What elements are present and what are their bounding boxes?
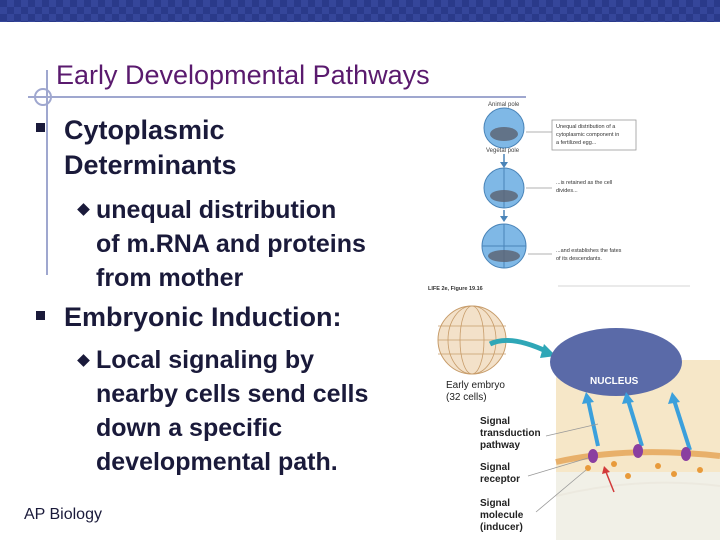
bullet-embryonic-induction: Embryonic Induction: — [64, 302, 342, 332]
signal-molecule-label-2: molecule — [480, 510, 524, 521]
sub-bullet-line: of m.RNA and proteins — [96, 230, 366, 258]
sub-bullet-line: Local signaling by — [96, 346, 315, 374]
bullet-cytoplasmic-line1: Cytoplasmic — [64, 115, 225, 145]
figure-caption: LIFE 2e, Figure 19.16 — [428, 286, 483, 292]
early-embryo-cells-label: (32 cells) — [446, 392, 487, 403]
signal-molecule-label-3: (inducer) — [480, 522, 523, 533]
sub-bullet-diamond-icon — [77, 354, 90, 367]
sub-bullet-line: unequal distribution — [96, 196, 337, 224]
sub-bullet-line: from mother — [96, 264, 244, 292]
signal-receptor-label-2: receptor — [480, 474, 520, 485]
callout-1-line3: a fertilized egg... — [556, 140, 597, 146]
footer-label: AP Biology — [24, 506, 102, 523]
signal-transduction-label-3: pathway — [480, 440, 520, 451]
bullet-square-icon — [36, 311, 45, 320]
bullet-square-icon — [36, 123, 45, 132]
bullet-cytoplasmic-line2: Determinants — [64, 150, 237, 180]
signal-transduction-label-2: transduction — [480, 428, 541, 439]
signal-molecule-label-1: Signal — [480, 498, 510, 509]
sub-bullet-diamond-icon — [77, 203, 90, 216]
callout-2-line2: divides... — [556, 188, 578, 194]
cytoplasmic-determinants-figure: Animal pole Vegetal pole Unequal distrib… — [428, 102, 690, 292]
egg-yolk-granules — [490, 127, 518, 141]
callout-3-line1: ...and establishes the fates — [556, 248, 622, 254]
decorative-horizontal-line — [28, 96, 526, 98]
callout-1-line2: cytoplasmic component in — [556, 132, 619, 138]
decorative-vertical-line — [46, 70, 48, 275]
animal-pole-label: Animal pole — [488, 102, 520, 108]
header-checker-pattern — [0, 0, 720, 22]
slide-title: Early Developmental Pathways — [56, 60, 430, 90]
vegetal-pole-label: Vegetal pole — [486, 148, 520, 154]
callout-1-line1: Unequal distribution of a — [556, 124, 616, 130]
sub-bullet-line: down a specific — [96, 414, 283, 442]
embryonic-induction-figure: Early embryo (32 cells) NUCLEUS Signal t… — [437, 305, 720, 540]
crosshair-icon — [34, 88, 52, 106]
callout-2-line1: ...is retained as the cell — [556, 180, 612, 186]
early-embryo-label: Early embryo — [446, 380, 505, 391]
nucleus-label: NUCLEUS — [590, 376, 639, 387]
sub-bullet-line: nearby cells send cells — [96, 380, 369, 408]
signal-receptor-label-1: Signal — [480, 462, 510, 473]
sub-bullet-line: developmental path. — [96, 448, 338, 476]
callout-3-line2: of its descendants. — [556, 256, 602, 262]
signal-transduction-label-1: Signal — [480, 416, 510, 427]
